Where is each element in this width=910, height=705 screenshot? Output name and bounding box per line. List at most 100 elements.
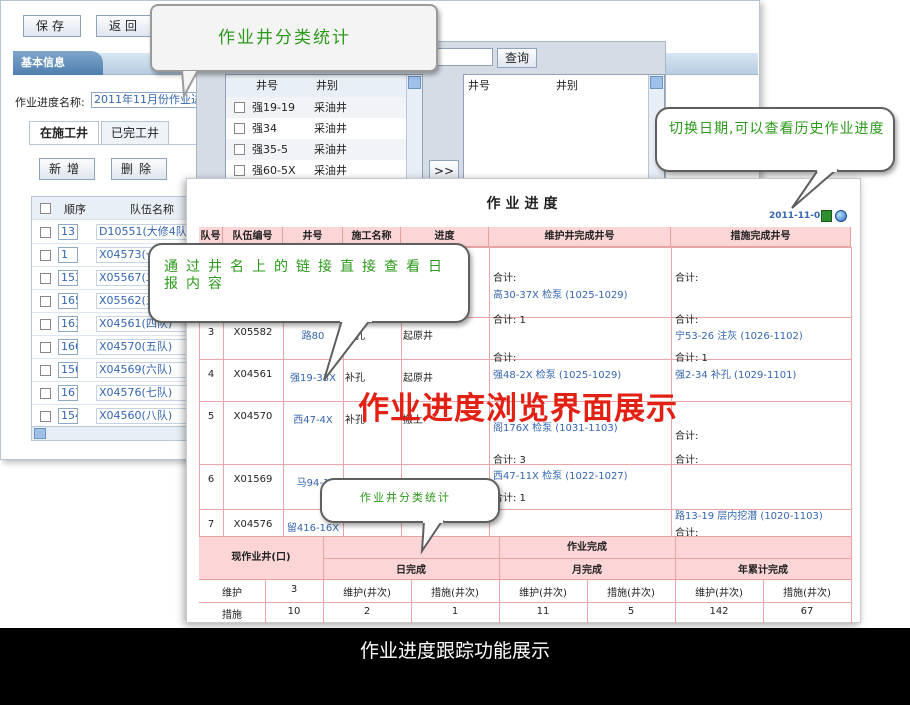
summary-row-label: 维护: [222, 588, 242, 599]
tab-finished-wells[interactable]: 已完工井: [101, 121, 169, 145]
globe-icon[interactable]: [835, 210, 847, 222]
name-label: 作业进度名称:: [15, 96, 85, 109]
team-name[interactable]: X04569(六队): [96, 362, 188, 378]
row-checkbox[interactable]: [40, 227, 51, 238]
scroll-up-icon[interactable]: [408, 76, 421, 89]
list-row: 13 D10551(大修4队): [32, 221, 222, 244]
well-checkbox[interactable]: [234, 102, 245, 113]
maint-total: 合计:: [493, 353, 517, 364]
row-line: [323, 558, 851, 559]
order-input[interactable]: 13: [58, 224, 78, 240]
row-checkbox[interactable]: [40, 342, 51, 353]
well-link[interactable]: 强19-33X: [290, 373, 336, 384]
well-checkbox[interactable]: [234, 165, 245, 176]
report-date[interactable]: 2011-11-03: [769, 211, 827, 221]
row-no: 5: [207, 411, 215, 422]
order-input[interactable]: 166: [58, 339, 78, 355]
export-excel-icon[interactable]: [821, 210, 832, 222]
row-line: [199, 509, 851, 510]
order-input[interactable]: 167: [58, 385, 78, 401]
measure-total: 合计: 1: [675, 353, 708, 364]
tab-active-wells[interactable]: 在施工井: [29, 121, 99, 145]
order-input[interactable]: 165: [58, 293, 78, 309]
callout-link-tail: [323, 318, 373, 381]
well-checkbox[interactable]: [234, 144, 245, 155]
team-name[interactable]: D10551(大修4队): [96, 224, 188, 240]
measure-link[interactable]: 强2-34 补孔 (1029-1101): [675, 370, 797, 381]
select-all-checkbox[interactable]: [40, 203, 51, 214]
col-line: [401, 247, 402, 536]
row-team-code: X01569: [233, 474, 273, 485]
scroll-up-icon[interactable]: [650, 76, 663, 89]
row-checkbox[interactable]: [40, 319, 51, 330]
query-button[interactable]: 查询: [497, 48, 537, 68]
report-window: 作业进度 2011-11-03 队号队伍编号井号施工名称进度维护井完成井号措施完…: [186, 178, 861, 624]
row-checkbox[interactable]: [40, 273, 51, 284]
well-link[interactable]: 西47-4X: [293, 415, 333, 426]
col-well: 井号: [256, 79, 278, 92]
order-input[interactable]: 150: [58, 362, 78, 378]
summary-subheader: 措施(井次): [607, 588, 655, 599]
col-line: [851, 247, 852, 536]
team-name[interactable]: X04570(五队): [96, 339, 188, 355]
list-scrollbar[interactable]: [32, 426, 222, 440]
summary-value: 67: [800, 606, 814, 617]
row-checkbox[interactable]: [40, 296, 51, 307]
row-construction: 补孔: [345, 373, 365, 384]
well-type: 采油井: [314, 101, 347, 114]
work-done-label: 作业完成: [567, 542, 607, 553]
add-button[interactable]: 新增: [39, 158, 95, 180]
row-checkbox[interactable]: [40, 411, 51, 422]
summary-current: 3: [290, 584, 298, 595]
summary-subheader: 措施(井次): [431, 588, 479, 599]
name-input[interactable]: 2011年11月份作业进度: [91, 92, 201, 108]
maint-link[interactable]: 西47-11X 检泵 (1022-1027): [493, 471, 628, 482]
order-input[interactable]: 163: [58, 316, 78, 332]
measure-link[interactable]: 路13-19 层内挖潜 (1020-1103): [675, 511, 823, 522]
daily-label: 日完成: [396, 565, 426, 576]
well-link[interactable]: 路80: [301, 331, 325, 342]
summary-subheader: 措施(井次): [783, 588, 831, 599]
row-checkbox[interactable]: [40, 365, 51, 376]
maint-link[interactable]: 强48-2X 检泵 (1025-1029): [493, 370, 622, 381]
row-line: [199, 602, 851, 603]
summary-value: 5: [627, 606, 635, 617]
col-line: [489, 247, 490, 536]
team-name[interactable]: X04576(七队): [96, 385, 188, 401]
maint-total: 合计:: [493, 273, 517, 284]
row-team-code: X04561: [233, 369, 273, 380]
row-no: 3: [207, 327, 215, 338]
delete-button[interactable]: 删除: [111, 158, 167, 180]
overlay-heading: 作业进度浏览界面展示: [358, 391, 678, 427]
picker-scrollbar[interactable]: [406, 75, 422, 181]
maint-link[interactable]: 高30-37X 检泵 (1025-1029): [493, 290, 628, 301]
current-wells-label: 现作业井(口): [231, 552, 291, 563]
team-name[interactable]: X04560(八队): [96, 408, 188, 424]
well-checkbox[interactable]: [234, 123, 245, 134]
list-row: 150 X04569(六队): [32, 359, 222, 382]
row-team-code: X05582: [233, 327, 273, 338]
well-link[interactable]: 马94-1: [296, 478, 330, 489]
order-input[interactable]: 153: [58, 270, 78, 286]
measure-link[interactable]: 宁53-26 注灰 (1026-1102): [675, 331, 803, 342]
back-button[interactable]: 返回: [96, 15, 154, 37]
row-line: [199, 464, 851, 465]
row-line: [199, 401, 851, 402]
well-type: 采油井: [314, 143, 347, 156]
summary-value: 10: [287, 606, 301, 617]
row-checkbox[interactable]: [40, 388, 51, 399]
row-checkbox[interactable]: [40, 250, 51, 261]
maint-link[interactable]: 阁176X 检泵 (1031-1103): [493, 423, 618, 434]
well-link[interactable]: 留416-16X: [286, 523, 340, 534]
order-input[interactable]: 1: [58, 247, 78, 263]
well-type: 采油井: [314, 122, 347, 135]
row-construction: 补孔: [345, 415, 365, 426]
col-line: [499, 536, 500, 624]
save-button[interactable]: 保存: [23, 15, 81, 37]
tab-basic-info[interactable]: 基本信息: [13, 51, 103, 75]
order-input[interactable]: 154: [58, 408, 78, 424]
